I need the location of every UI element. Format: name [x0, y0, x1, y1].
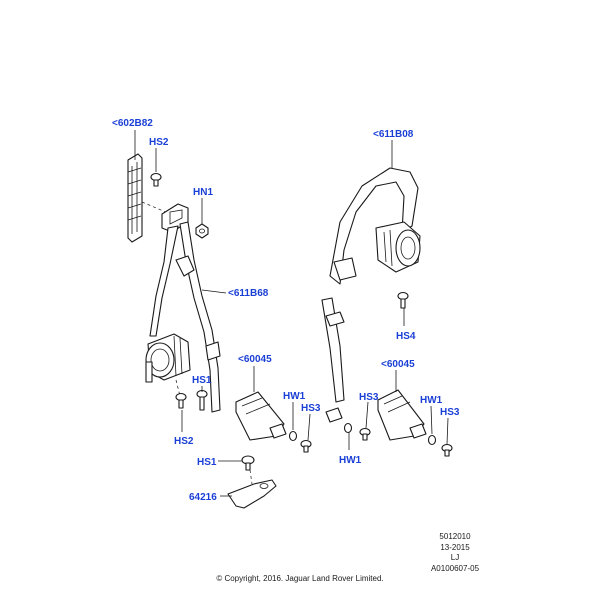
callout-hs2-bottom[interactable]: HS2 — [174, 436, 194, 447]
callout-hs1-lower[interactable]: HS1 — [197, 457, 217, 468]
callout-602b82[interactable]: <602B82 — [112, 118, 153, 129]
callout-611b08[interactable]: <611B08 — [373, 129, 414, 140]
reference-date: 13-2015 — [440, 542, 470, 552]
bolt-hs2-top — [150, 172, 162, 187]
anchor-plate — [227, 469, 277, 509]
leader-lines — [134, 130, 449, 497]
bolt-hs2-lower — [175, 392, 187, 409]
callout-hw1-left[interactable]: HW1 — [283, 391, 306, 402]
nut-hn1 — [195, 223, 209, 239]
callout-hw1-center[interactable]: HW1 — [339, 455, 362, 466]
callout-hs2-top[interactable]: HS2 — [149, 137, 169, 148]
bolt-hs4 — [397, 291, 409, 309]
callout-hs3-right-b[interactable]: HS3 — [440, 407, 460, 418]
callout-hs3-right-a[interactable]: HS3 — [359, 392, 379, 403]
callout-hs1-mid[interactable]: HS1 — [192, 375, 212, 386]
callout-hn1[interactable]: HN1 — [193, 187, 213, 198]
left-retractor — [145, 333, 191, 383]
callout-hs4[interactable]: HS4 — [396, 331, 416, 342]
copyright-notice: © Copyright, 2016. Jaguar Land Rover Lim… — [216, 574, 384, 583]
callout-hs3-left[interactable]: HS3 — [301, 403, 321, 414]
left-buckle — [235, 391, 312, 453]
reference-block: 5012010 13-2015 LJ A0100607-05 — [420, 532, 490, 574]
callout-64216[interactable]: 64216 — [189, 492, 217, 503]
left-belt-webbing — [149, 221, 221, 413]
right-retractor — [375, 221, 421, 273]
reference-image-code: A0100607-05 — [430, 563, 480, 573]
bolt-hs1-lower — [241, 455, 255, 471]
bolt-hs1-mid — [196, 389, 208, 411]
callout-60045-left[interactable]: <60045 — [238, 354, 272, 365]
center-anchor-hardware — [325, 407, 371, 441]
callout-611b68[interactable]: <611B68 — [228, 288, 269, 299]
callout-60045-right[interactable]: <60045 — [381, 359, 415, 370]
callout-hw1-right[interactable]: HW1 — [420, 395, 443, 406]
right-buckle — [377, 389, 453, 457]
height-adjuster-rail — [127, 153, 181, 243]
reference-initials: LJ — [450, 553, 460, 562]
reference-code: 5012010 — [439, 532, 471, 541]
right-belt-webbing — [321, 167, 419, 403]
